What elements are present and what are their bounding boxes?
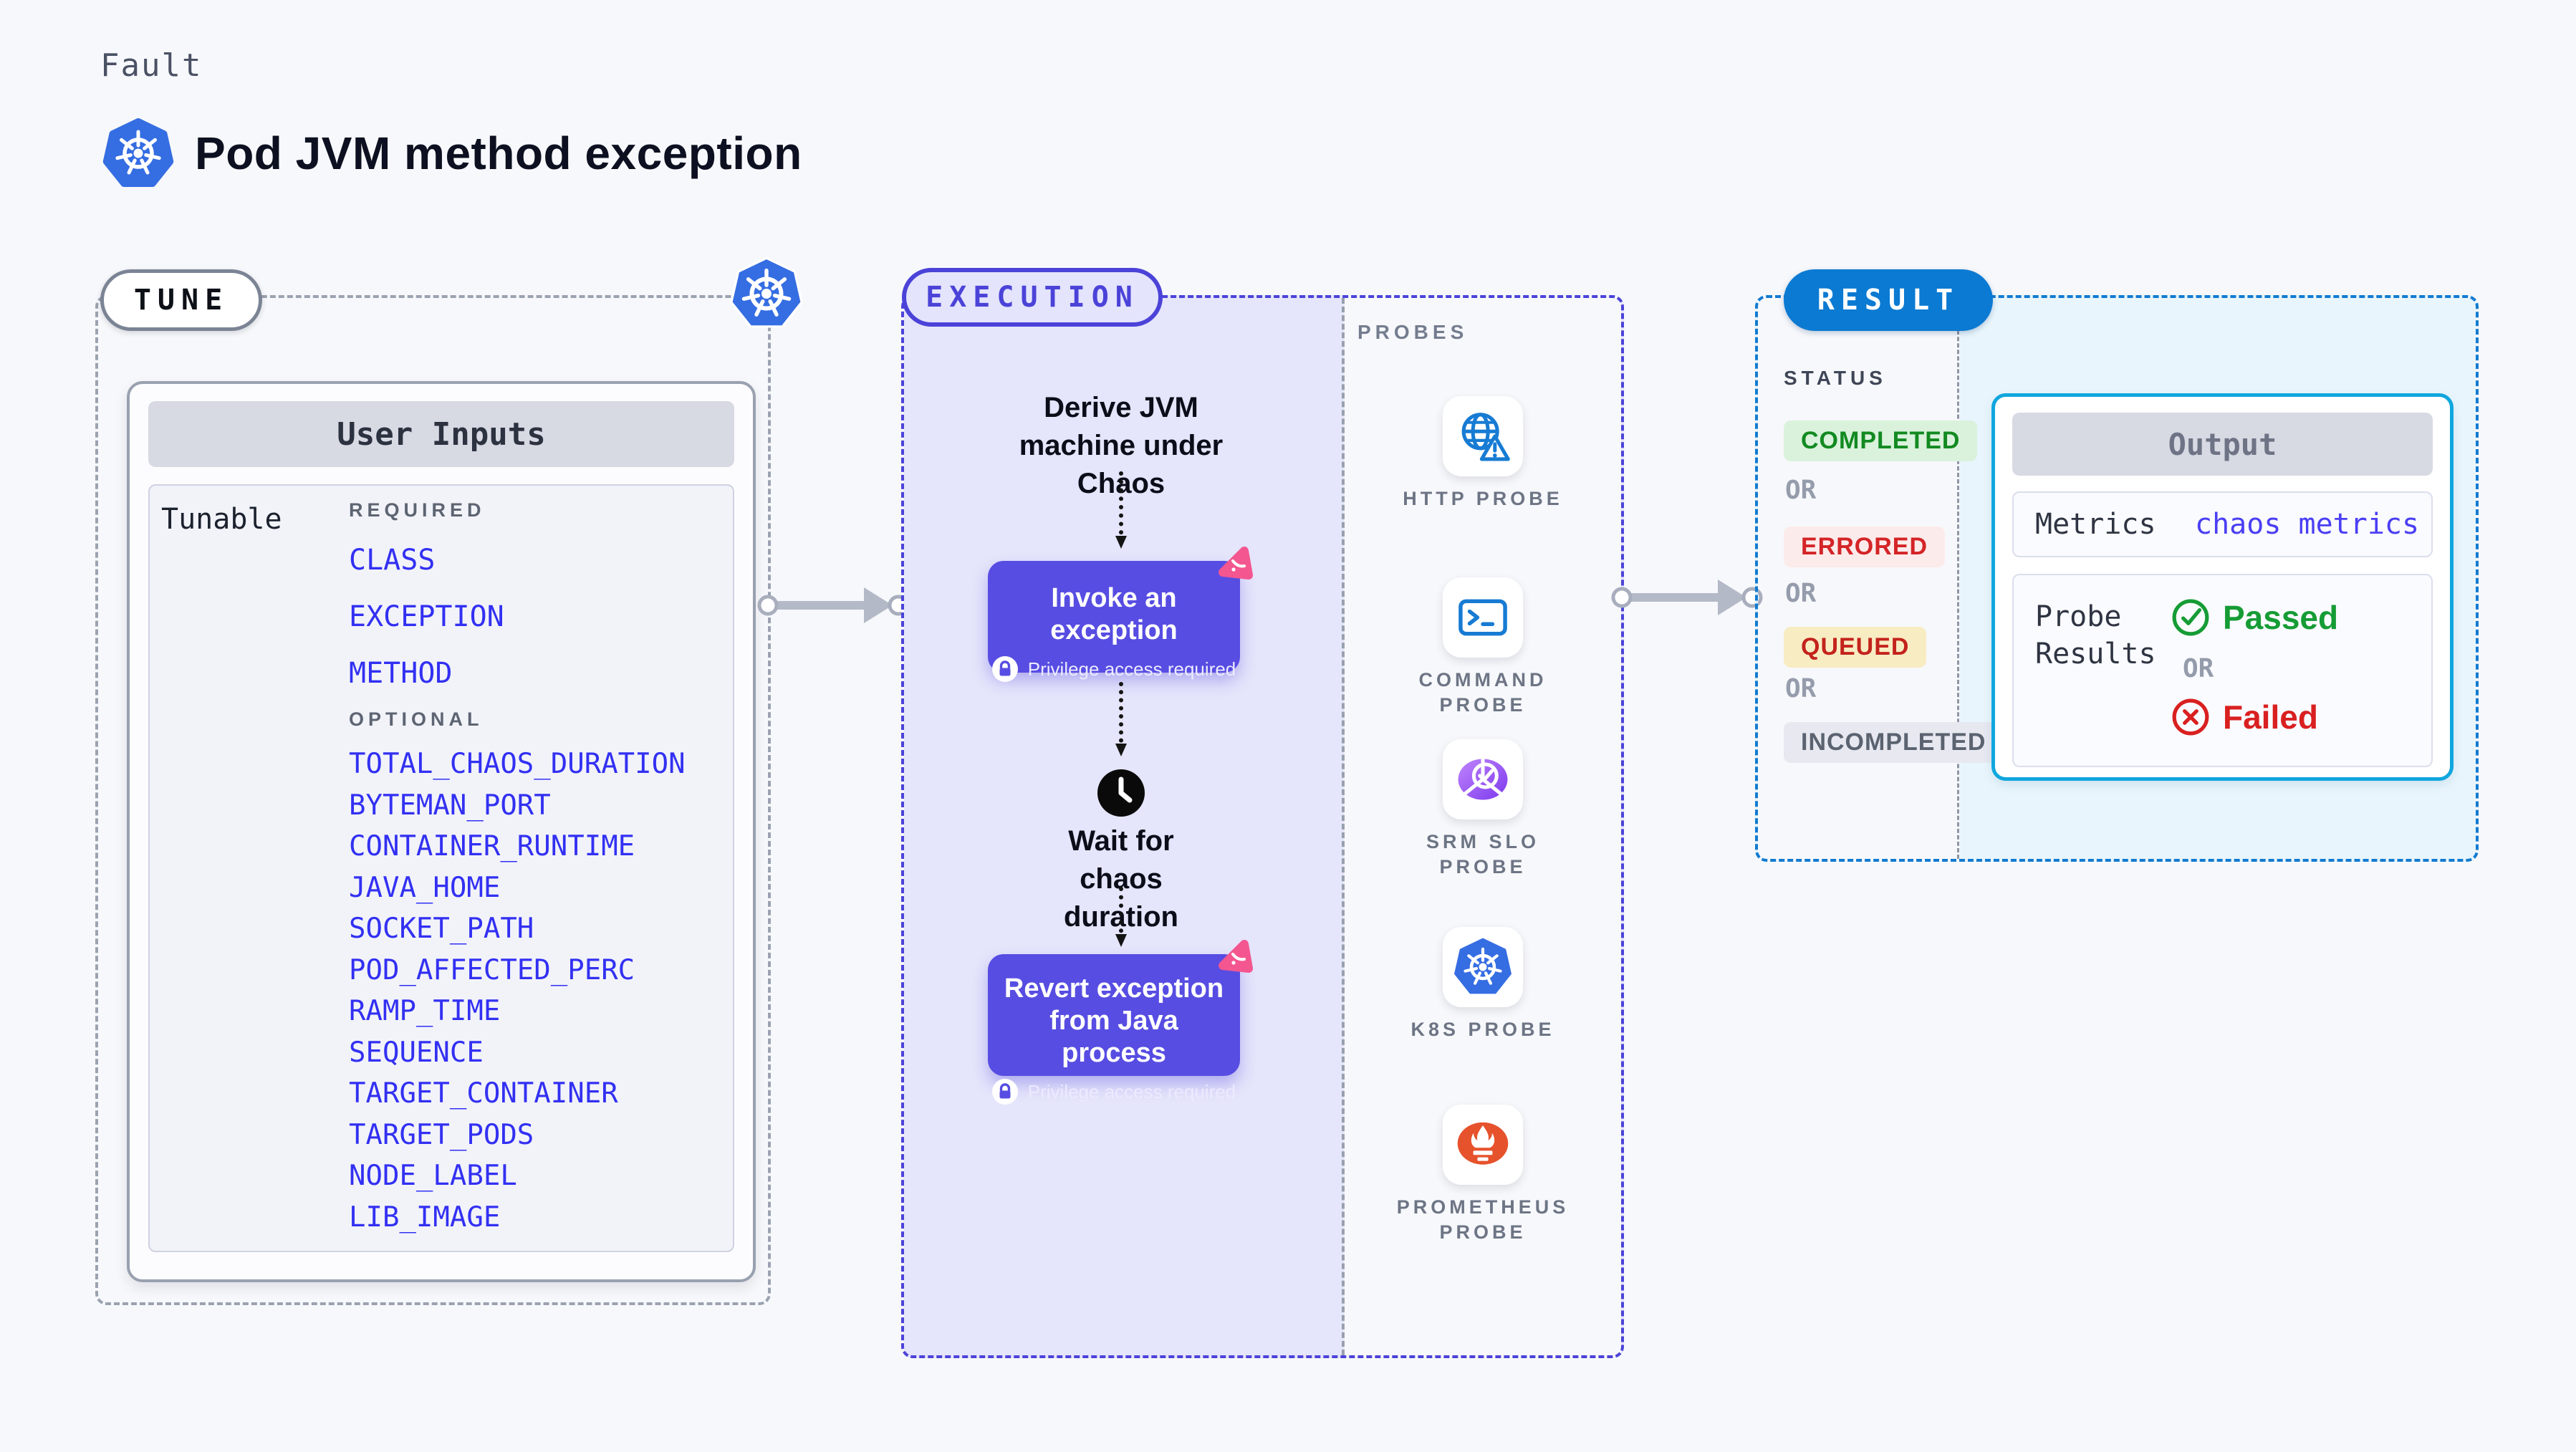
param-node-label: NODE_LABEL xyxy=(349,1160,517,1193)
param-java-home: JAVA_HOME xyxy=(349,871,501,904)
metrics-value: chaos metrics xyxy=(2195,508,2420,541)
lock-icon xyxy=(991,1079,1018,1105)
kubernetes-icon xyxy=(102,117,174,189)
param-target-container: TARGET_CONTAINER xyxy=(349,1077,618,1110)
slo-donut-check-icon xyxy=(1458,757,1508,800)
prometheus-flame-icon xyxy=(1457,1122,1509,1165)
lock-icon xyxy=(991,656,1018,682)
x-circle-icon xyxy=(2172,698,2209,736)
user-inputs-panel xyxy=(148,484,734,1252)
chaos-pink-icon xyxy=(1214,937,1254,977)
kubernetes-icon xyxy=(728,255,805,332)
status-badge-errored: ERRORED xyxy=(1784,527,1946,567)
param-sequence: SEQUENCE xyxy=(349,1036,484,1069)
or-label: OR xyxy=(1785,674,1817,703)
param-exception: EXCEPTION xyxy=(349,600,504,633)
param-lib-image: LIB_IMAGE xyxy=(349,1201,501,1234)
user-inputs-title: User Inputs xyxy=(148,401,734,467)
terminal-icon xyxy=(1458,599,1507,636)
param-method: METHOD xyxy=(349,656,453,690)
user-inputs-card: User Inputs Tunable REQUIRED CLASS EXCEP… xyxy=(127,381,756,1282)
k8s-probe-label: K8S PROBE xyxy=(1410,1019,1555,1040)
privilege-badge-text: Privilege access required xyxy=(1027,1080,1236,1102)
k8s-probe-card xyxy=(1443,927,1523,1007)
probe-results-label: Probe Results xyxy=(2035,600,2156,670)
probes-section-label: PROBES xyxy=(1357,321,1469,343)
down-arrow xyxy=(1115,887,1127,947)
passed-verdict: Passed xyxy=(2171,598,2338,637)
command-probe-card xyxy=(1443,577,1523,658)
status-badge-completed: COMPLETED xyxy=(1784,420,1978,461)
invoke-exception-label: Invoke an exception xyxy=(1050,583,1178,645)
passed-text: Passed xyxy=(2223,599,2339,636)
status-output-divider xyxy=(1957,298,1959,859)
command-probe-label: COMMAND PROBE xyxy=(1418,669,1547,716)
probes-divider xyxy=(1342,298,1345,1355)
srm-slo-probe-label: SRM SLO PROBE xyxy=(1426,831,1539,878)
status-badge-incompleted: INCOMPLETED xyxy=(1784,722,2004,763)
flow-arrow-tune-to-execution xyxy=(757,587,909,623)
globe-alert-icon xyxy=(1461,413,1510,461)
output-card: Output Metrics chaos metrics Probe Resul… xyxy=(1991,393,2454,781)
tune-section-box xyxy=(95,295,771,1305)
down-arrow xyxy=(1115,682,1127,756)
metrics-label: Metrics xyxy=(2035,508,2156,541)
result-pill: RESULT xyxy=(1784,269,1993,331)
check-circle-icon xyxy=(2172,599,2209,636)
revert-exception-node: Revert exception from Java process Privi… xyxy=(988,940,1253,1105)
tune-pill: TUNE xyxy=(100,269,262,331)
prometheus-probe-label: PROMETHEUS PROBE xyxy=(1396,1196,1570,1243)
chaos-pink-icon xyxy=(1214,544,1254,584)
param-total-chaos-duration: TOTAL_CHAOS_DURATION xyxy=(349,748,686,781)
status-badge-queued: QUEUED xyxy=(1784,627,1927,668)
clock-icon xyxy=(1097,769,1145,817)
page-title: Pod JVM method exception xyxy=(195,128,802,179)
param-target-pods: TARGET_PODS xyxy=(349,1118,534,1151)
failed-verdict: Failed xyxy=(2171,698,2338,736)
http-probe-card xyxy=(1443,396,1523,476)
optional-group-label: OPTIONAL xyxy=(349,708,484,730)
param-byteman-port: BYTEMAN_PORT xyxy=(349,789,551,822)
revert-exception-label: Revert exception from Java process xyxy=(1004,973,1224,1068)
tunable-row-label: Tunable xyxy=(161,503,282,536)
param-ramp-time: RAMP_TIME xyxy=(349,995,501,1028)
privilege-badge-text: Privilege access required xyxy=(1027,658,1236,680)
status-section-label: STATUS xyxy=(1784,367,1887,389)
required-param-list: CLASS EXCEPTION METHOD xyxy=(349,532,504,701)
output-title: Output xyxy=(2012,413,2433,476)
execution-pill: EXECUTION xyxy=(902,268,1163,327)
http-probe-label: HTTP PROBE xyxy=(1403,488,1563,509)
down-arrow xyxy=(1115,471,1127,549)
metrics-row: Metrics chaos metrics xyxy=(2012,491,2433,557)
kubernetes-icon xyxy=(1454,938,1512,994)
invoke-exception-node: Invoke an exception Privilege access req… xyxy=(988,547,1253,682)
required-group-label: REQUIRED xyxy=(349,499,486,521)
or-label: OR xyxy=(1785,579,1817,608)
flow-arrow-execution-to-result xyxy=(1611,580,1763,615)
prometheus-probe-card xyxy=(1443,1105,1523,1185)
probe-results-row: Probe Results Passed OR Failed xyxy=(2012,574,2433,767)
param-container-runtime: CONTAINER_RUNTIME xyxy=(349,830,635,863)
srm-slo-probe-card xyxy=(1443,739,1523,819)
param-socket-path: SOCKET_PATH xyxy=(349,913,534,946)
fault-kicker: Fault xyxy=(100,47,203,84)
optional-param-list: TOTAL_CHAOS_DURATION BYTEMAN_PORT CONTAI… xyxy=(349,744,686,1238)
param-pod-affected-perc: POD_AFFECTED_PERC xyxy=(349,953,635,986)
param-class: CLASS xyxy=(349,543,436,577)
or-label: OR xyxy=(1785,476,1817,505)
or-label: OR xyxy=(2183,654,2214,683)
failed-text: Failed xyxy=(2223,698,2318,736)
